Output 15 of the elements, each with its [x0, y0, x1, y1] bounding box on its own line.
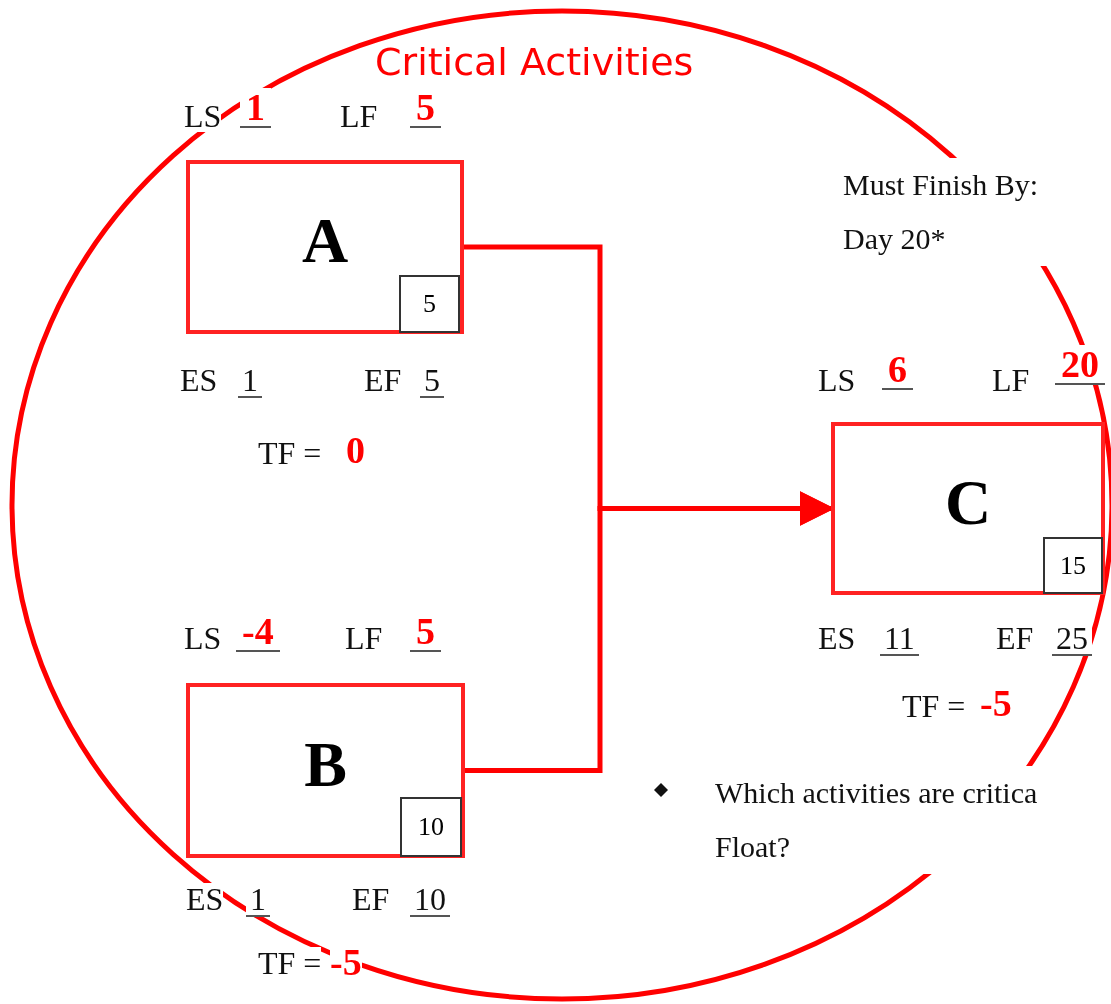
duration-box: [400, 797, 462, 857]
heading: Critical Activities: [375, 40, 694, 84]
activity-box: [186, 160, 464, 334]
field-value: 20: [1055, 345, 1105, 385]
duration-value: 10: [418, 812, 444, 842]
activity-label: C: [944, 465, 992, 540]
activity-box: [831, 422, 1105, 595]
duration-value: 5: [423, 289, 436, 319]
activity-label: B: [304, 727, 347, 802]
activity-label: A: [301, 204, 349, 278]
field-value: 1: [240, 88, 271, 128]
activity-box: [186, 683, 465, 858]
duration-box: [1043, 537, 1103, 594]
duration-box: [399, 275, 460, 333]
duration-value: 15: [1060, 550, 1086, 581]
